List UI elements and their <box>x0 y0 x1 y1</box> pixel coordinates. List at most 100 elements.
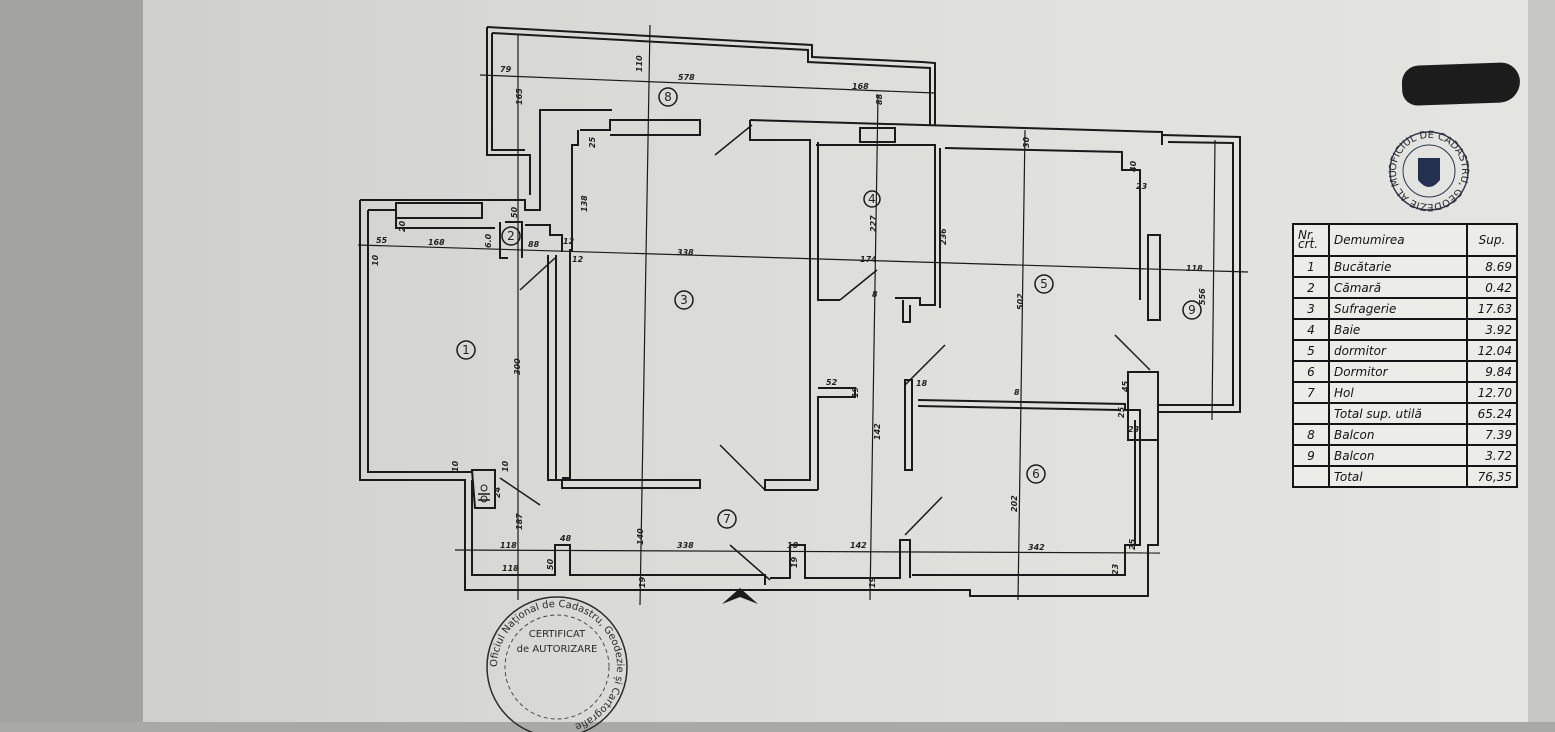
row-nr <box>1292 465 1330 488</box>
dim-label: 79 <box>500 65 512 74</box>
svg-text:de AUTORIZARE: de AUTORIZARE <box>517 644 598 655</box>
svg-text:7: 7 <box>723 512 731 526</box>
dimension-line <box>869 94 879 601</box>
dim-label: 138 <box>580 195 589 212</box>
room-markers: 1 2 3 4 5 6 7 8 9 <box>456 87 1202 529</box>
row-nr: 4 <box>1292 318 1330 341</box>
room-marker-9: 9 <box>1182 300 1202 320</box>
row-name: Bucătarie <box>1328 255 1468 278</box>
dim-label: 8 <box>872 290 878 299</box>
svg-text:2: 2 <box>507 229 515 243</box>
dim-label: 19 <box>851 386 860 398</box>
row-nr: 7 <box>1292 381 1330 404</box>
row-name: Sufragerie <box>1328 297 1468 320</box>
dim-label: 142 <box>850 541 867 550</box>
row-sup: 17.63 <box>1466 297 1518 320</box>
dim-label: 174 <box>860 255 877 264</box>
svg-text:1: 1 <box>462 343 470 357</box>
dim-label: 19 <box>638 576 647 588</box>
dim-label: 300 <box>513 358 522 375</box>
row-nr: 3 <box>1292 297 1330 320</box>
dim-label: 19 <box>868 576 877 588</box>
row-name: Dormitor <box>1328 360 1468 383</box>
dim-label: 168 <box>428 238 445 247</box>
dim-label: 25 <box>588 136 597 148</box>
dim-label: 578 <box>678 73 695 82</box>
svg-text:6: 6 <box>1032 467 1040 481</box>
dim-label: 50 <box>546 558 555 570</box>
dimension-line <box>1017 129 1026 601</box>
dimension-line <box>357 244 1249 273</box>
room-marker-4: 4 <box>863 190 881 208</box>
row-nr: 2 <box>1292 276 1330 299</box>
dim-label: 19 <box>790 556 799 568</box>
header-nr: Nr. crt. <box>1292 223 1330 257</box>
inner-wall <box>367 210 472 473</box>
balcony-8-outline <box>486 26 936 125</box>
dim-label: 52 <box>826 378 838 387</box>
dimension-line <box>454 549 1161 554</box>
header-name: Demumirea <box>1328 223 1468 257</box>
room-marker-5: 5 <box>1034 274 1054 294</box>
outer-wall <box>359 200 1159 597</box>
svg-text:9: 9 <box>1188 303 1196 317</box>
dim-label: 88 <box>875 93 884 105</box>
row-nr: 5 <box>1292 339 1330 362</box>
row-sup: 65.24 <box>1466 402 1518 425</box>
dim-label: 45 <box>1121 380 1130 393</box>
dim-label: 20 <box>398 220 407 232</box>
row-name: Total sup. utilă <box>1328 402 1468 425</box>
room-marker-2: 2 <box>501 226 521 246</box>
dim-label: 24 <box>493 486 502 498</box>
dim-label: 227 <box>869 215 878 232</box>
dimension-labels: 79 165 110 578 168 88 55 20 168 6.0 50 8… <box>371 55 1207 588</box>
row-sup: 7.39 <box>1466 423 1518 446</box>
dim-label: 88 <box>528 240 540 249</box>
dim-label: 168 <box>852 82 869 91</box>
dim-label: 110 <box>635 55 644 72</box>
row-name: Balcon <box>1328 423 1468 446</box>
dim-label: 236 <box>939 228 948 245</box>
dim-label: 338 <box>677 541 694 550</box>
row-sup: 76,35 <box>1466 465 1518 488</box>
dim-label: 187 <box>515 513 524 530</box>
dim-label: 40 <box>1129 160 1138 173</box>
header-sup: Sup. <box>1466 223 1518 257</box>
cadastre-seal-right: OFICIUL DE CADASTRU, GEODEZIE AL MUNICIP… <box>1388 130 1470 212</box>
paper-edge <box>1528 0 1555 722</box>
row-sup: 3.72 <box>1466 444 1518 467</box>
row-name: Baie <box>1328 318 1468 341</box>
row-sup: 9.84 <box>1466 360 1518 383</box>
row-nr: 9 <box>1292 444 1330 467</box>
row-sup: 8.69 <box>1466 255 1518 278</box>
row-sup: 3.92 <box>1466 318 1518 341</box>
svg-text:4: 4 <box>868 192 876 206</box>
dimension-line <box>639 24 651 606</box>
dim-label: 12 <box>572 255 584 264</box>
dim-label: 30 <box>1022 136 1031 148</box>
dim-label: 55 <box>376 236 388 245</box>
dim-label: 338 <box>677 248 694 257</box>
dim-label: 118 <box>500 541 517 550</box>
dim-label: 10 <box>451 460 460 472</box>
dim-label: 142 <box>873 423 882 440</box>
row-nr <box>1292 402 1330 425</box>
entrance-arrow-icon <box>722 588 758 604</box>
row-name: dormitor <box>1328 339 1468 362</box>
svg-text:Oficiul Național de Cadastru,: Oficiul Național de Cadastru, Geodezie ș… <box>489 599 625 732</box>
row-name: Balcon <box>1328 444 1468 467</box>
row-sup: 12.70 <box>1466 381 1518 404</box>
room-marker-6: 6 <box>1026 464 1046 484</box>
room-marker-7: 7 <box>717 509 737 529</box>
dim-label: 118 <box>1186 264 1203 273</box>
